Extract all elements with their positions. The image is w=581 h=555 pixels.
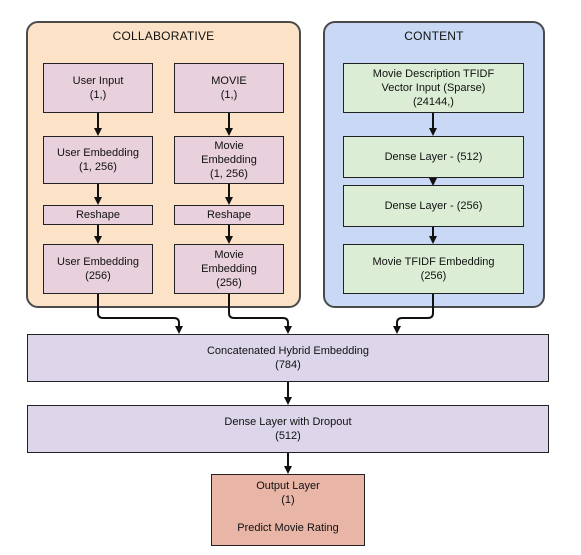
movie-reshape-label: Reshape [206,209,252,221]
tfidf-input-node: Movie Description TFIDF Vector Input (Sp… [343,63,524,113]
concatenated-embedding-label: Concatenated Hybrid Embedding [206,345,370,357]
user-embedding-node: User Embedding (1, 256) [43,136,153,184]
tfidf-input-label-2: Vector Input (Sparse) [381,82,486,94]
user-embedding-shape: (1, 256) [79,161,117,173]
output-layer-label: Output Layer [256,480,320,492]
movie-embedding-output-label-2: Embedding [201,263,257,275]
movie-input-node: MOVIE (1,) [174,63,284,113]
tfidf-embedding-node: Movie TFIDF Embedding (256) [343,244,524,294]
tfidf-input-label-1: Movie Description TFIDF [372,68,495,80]
dense-dropout-shape: (512) [275,430,301,442]
user-embedding-output-node: User Embedding (256) [43,244,153,294]
movie-embedding-label-1: Movie [214,140,244,152]
movie-input-shape: (1,) [220,89,238,101]
dense-dropout-label: Dense Layer with Dropout [224,416,352,428]
dense-256-node: Dense Layer - (256) [343,185,524,227]
tfidf-input-shape: (24144,) [413,96,454,108]
user-embedding-output-shape: (256) [85,270,111,282]
output-layer-task: Predict Movie Rating [237,522,339,534]
user-embedding-label: User Embedding [57,147,139,159]
user-reshape-node: Reshape [43,205,153,225]
user-embedding-output-label: User Embedding [57,256,139,268]
concatenated-embedding-node: Concatenated Hybrid Embedding (784) [27,334,549,382]
dense-512-label: Dense Layer - (512) [384,151,483,163]
collaborative-title: COLLABORATIVE [112,29,215,43]
movie-embedding-label-2: Embedding [201,154,257,166]
dense-512-node: Dense Layer - (512) [343,136,524,178]
tfidf-embedding-label: Movie TFIDF Embedding [372,256,495,268]
user-reshape-label: Reshape [75,209,121,221]
dense-dropout-node: Dense Layer with Dropout (512) [27,405,549,453]
output-layer-node: Output Layer (1) Predict Movie Rating [211,474,365,546]
dense-256-label: Dense Layer - (256) [384,200,483,212]
tfidf-embedding-shape: (256) [420,270,447,282]
concatenated-embedding-shape: (784) [275,359,301,371]
movie-reshape-node: Reshape [174,205,284,225]
movie-embedding-output-shape: (256) [216,277,242,289]
user-input-label: User Input [72,75,124,87]
movie-input-label: MOVIE [211,75,247,87]
movie-embedding-output-node: Movie Embedding (256) [174,244,284,294]
user-input-shape: (1,) [89,89,107,101]
user-input-node: User Input (1,) [43,63,153,113]
content-title: CONTENT [404,29,464,43]
movie-embedding-output-label-1: Movie [214,249,244,261]
movie-embedding-shape: (1, 256) [210,168,248,180]
movie-embedding-node: Movie Embedding (1, 256) [174,136,284,184]
output-layer-shape: (1) [281,494,295,506]
